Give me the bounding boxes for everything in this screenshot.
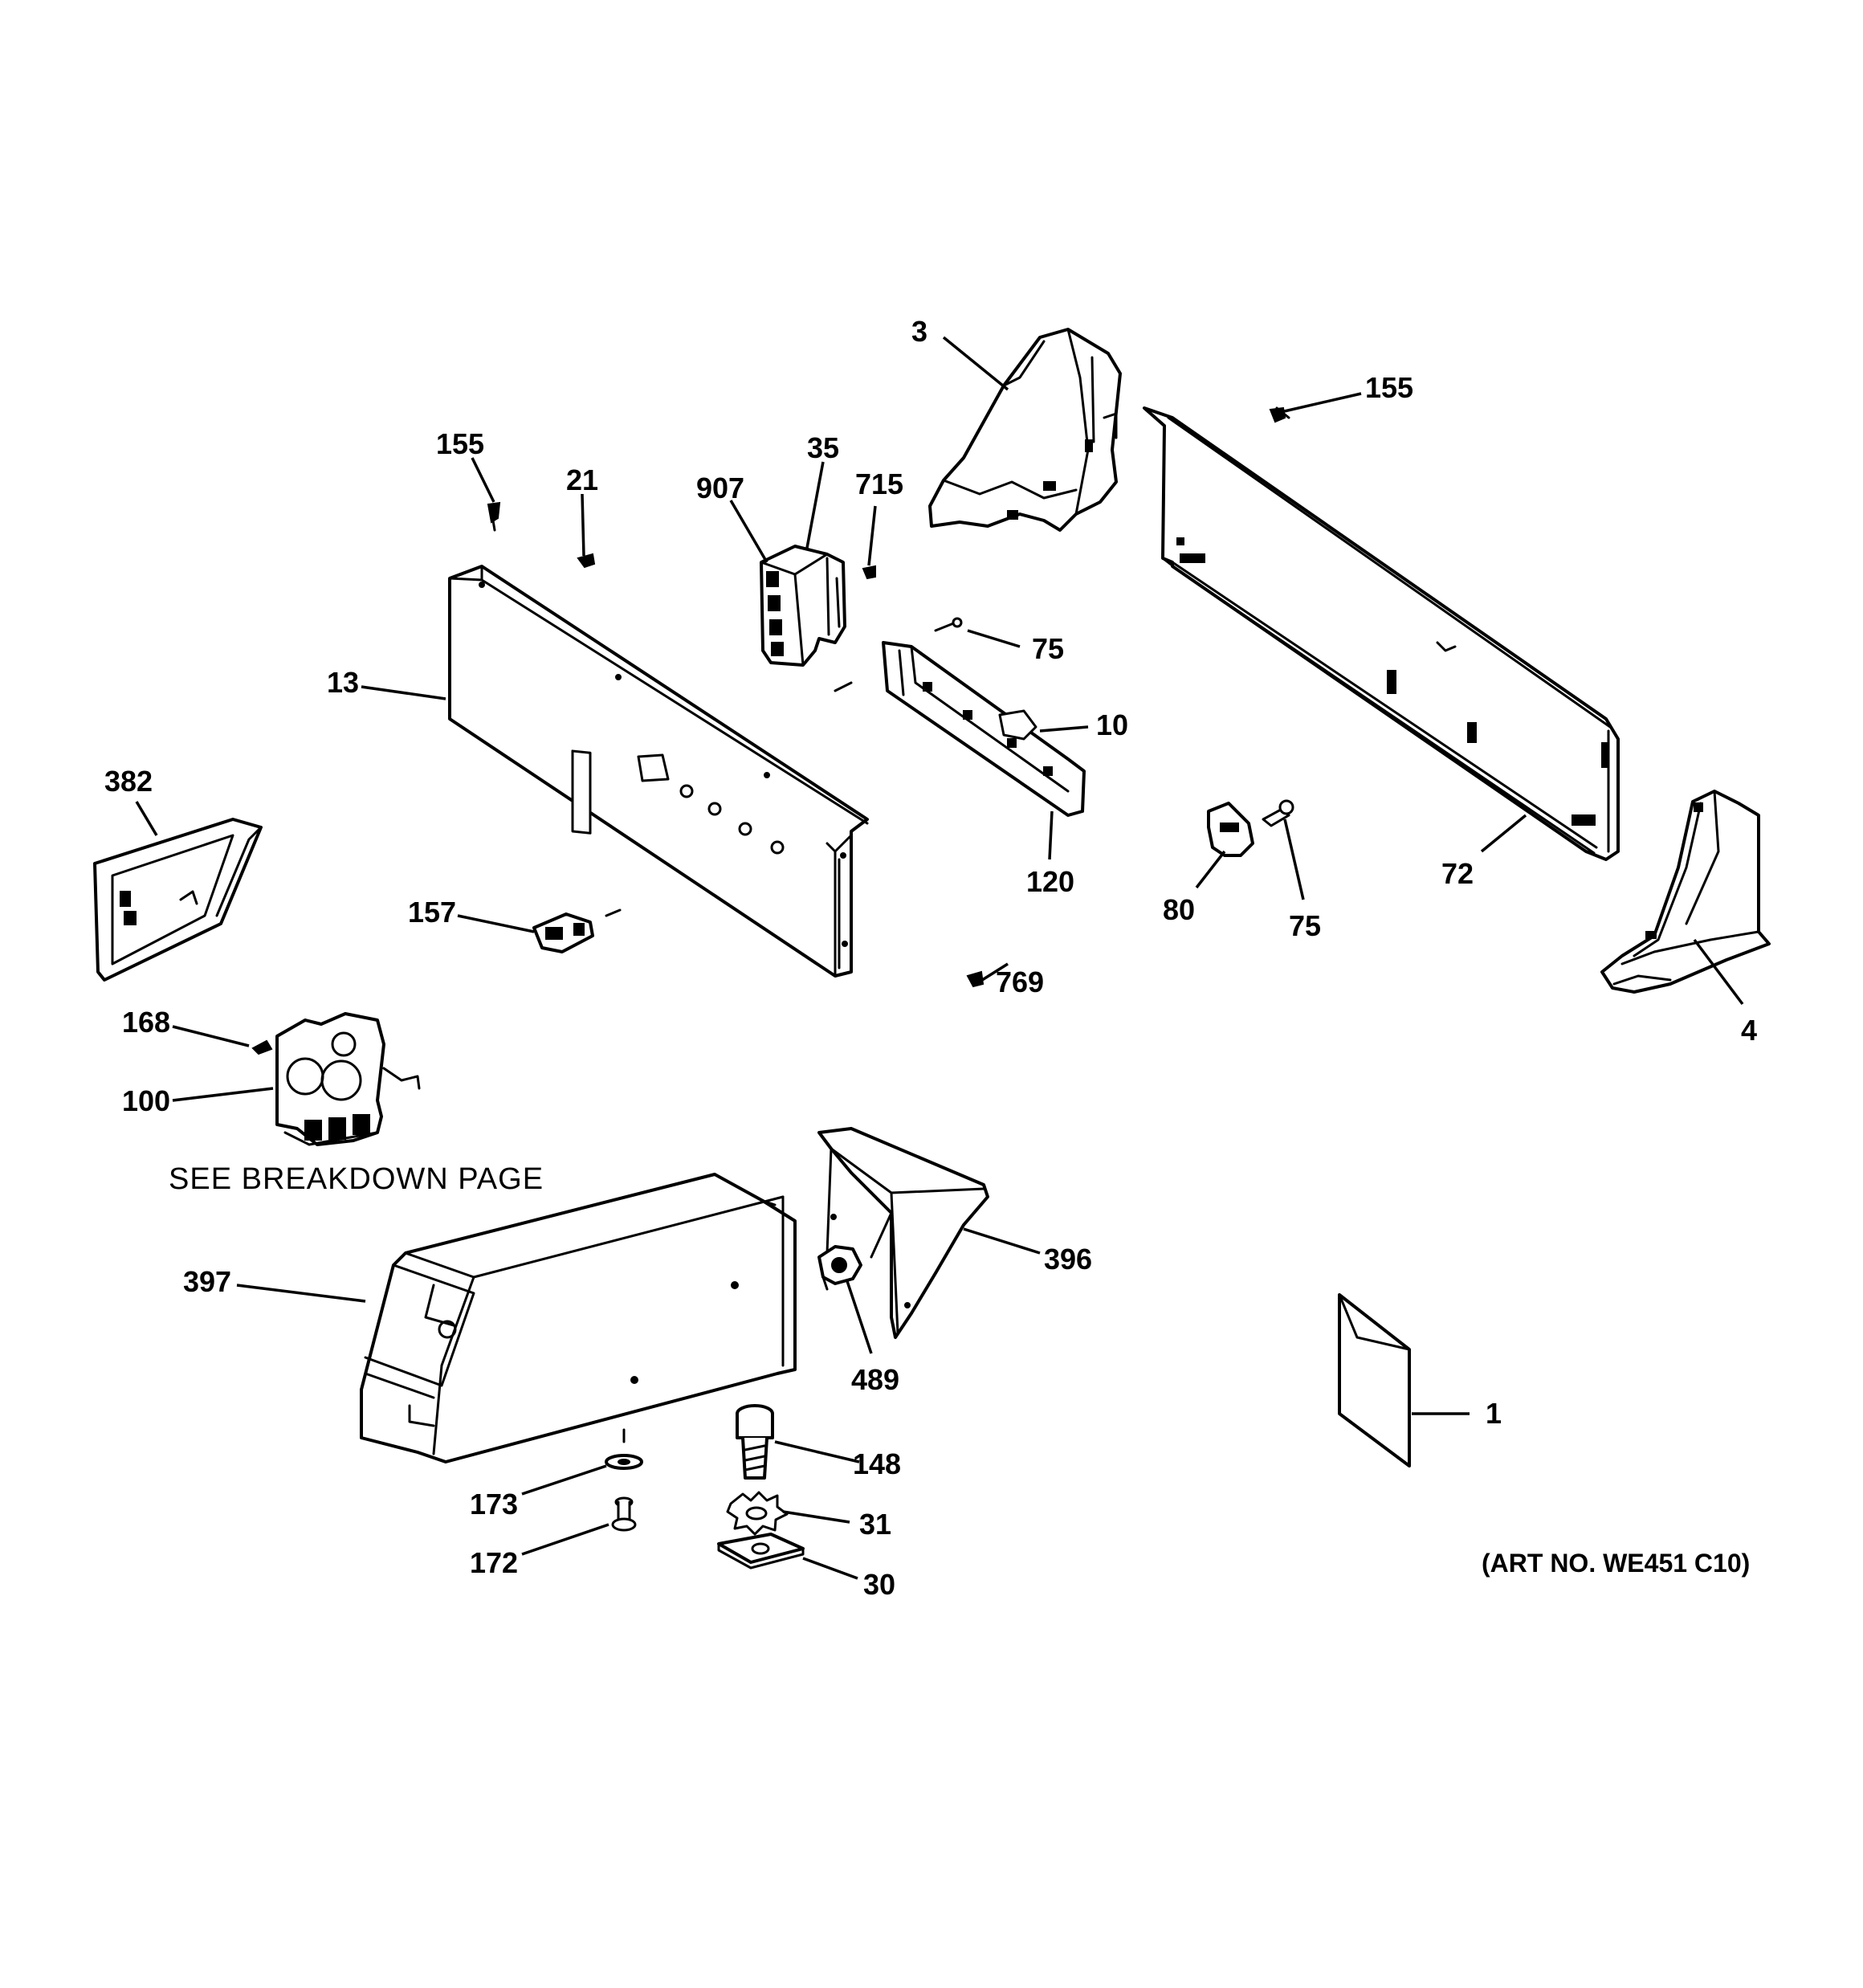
callout-155-left: 155 [436,427,484,460]
callout-120: 120 [1026,865,1074,898]
part-31-star-washer [726,1491,789,1536]
part-100-timer-assembly [275,1012,421,1146]
part-769-screw [966,970,984,988]
callout-80: 80 [1163,893,1195,926]
callout-31: 31 [859,1508,891,1541]
part-30-plate [717,1533,805,1570]
part-3-end-bracket [928,328,1122,532]
callout-155-right: 155 [1365,371,1413,404]
callout-1: 1 [1486,1397,1502,1430]
leader-lines [135,336,1744,1580]
callout-labels: 3 155 155 21 907 35 715 75 13 10 382 120… [104,315,1757,1601]
callout-157: 157 [408,896,456,929]
callout-10: 10 [1096,708,1128,741]
callout-396: 396 [1044,1243,1092,1276]
part-72-back-panel [1143,406,1620,861]
callout-173: 173 [470,1488,518,1521]
part-715-screw [862,565,876,580]
callout-715: 715 [855,467,903,500]
callout-100: 100 [122,1084,170,1117]
callout-75-lower: 75 [1289,909,1321,942]
part-396-chute [817,1127,989,1339]
see-breakdown-note: SEE BREAKDOWN PAGE [169,1162,544,1196]
callout-13: 13 [327,666,359,699]
callout-172: 172 [470,1546,518,1579]
callout-489: 489 [851,1363,899,1396]
callout-3: 3 [911,315,927,348]
part-155-screw-left [487,501,501,532]
callout-382: 382 [104,765,153,798]
part-157-terminal [532,908,622,953]
callout-21: 21 [566,463,598,496]
part-489-hub [817,1245,862,1291]
callout-907: 907 [696,471,744,504]
part-80-clip [1207,802,1254,857]
part-907-switch-assembly [760,545,846,667]
part-13-control-panel [448,565,869,978]
part-1-envelope [1338,1293,1411,1468]
part-75-screw-lower [1262,799,1294,827]
callout-35: 35 [807,431,839,464]
callout-769: 769 [996,965,1044,998]
part-397-duct [360,1173,797,1463]
part-10-bracket-rail [834,641,1086,817]
part-168-screw [251,1039,273,1055]
part-21-screw [577,553,596,569]
part-382-cover [93,818,263,982]
part-148-bolt [736,1404,774,1480]
part-172-screw [611,1496,637,1532]
part-173-washer [605,1428,643,1470]
art-number: (ART NO. WE451 C10) [1482,1549,1750,1578]
callout-397: 397 [183,1265,231,1298]
callout-30: 30 [863,1568,895,1601]
callout-148: 148 [853,1447,901,1480]
part-75-screw-upper [934,617,963,632]
callout-75-upper: 75 [1032,632,1064,665]
callout-4: 4 [1741,1014,1757,1047]
part-4-end-bracket [1600,790,1771,994]
callout-72: 72 [1441,857,1474,890]
callout-168: 168 [122,1006,170,1039]
